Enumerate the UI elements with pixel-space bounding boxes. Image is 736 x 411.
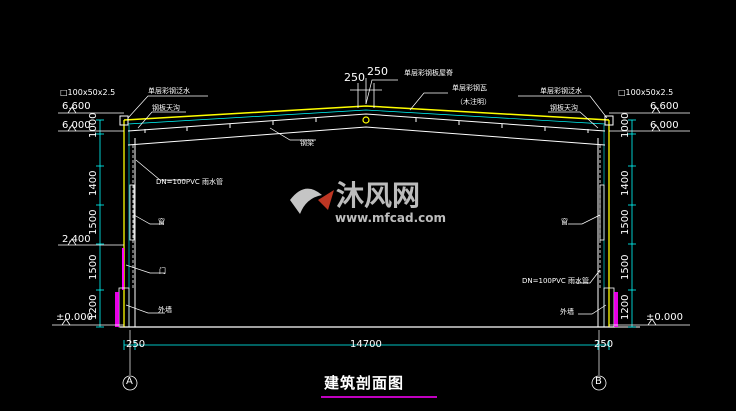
roof-panel [123,105,610,121]
elev-ridge-left: 6.600 [62,101,91,112]
note-ditch-left: 钢板天沟 [152,104,180,112]
steel-section-right: □100x50x2.5 [618,88,674,97]
axis-label-b: B [595,376,602,387]
watermark-url: www.mfcad.com [335,211,446,225]
span-offset-left: 250 [126,339,146,350]
left-gutter [119,115,129,126]
roof-purlin-line [127,109,606,125]
vdim-left-5: 1200 [88,294,99,320]
axis-bubble-b [591,375,607,391]
steel-beam [127,126,606,146]
ridge-knot [362,116,370,124]
note-leaders [125,79,608,315]
ridge-dim-right: 250 [367,65,388,78]
span-total: 14700 [350,339,382,350]
right-gutter [604,115,614,126]
ridge-dim-left: 250 [344,71,365,84]
elev-ground-left: ±0.000 [56,312,94,323]
watermark-brand: 沐风网 [336,179,421,212]
note-roof-lighting-sub: （木注明） [456,98,491,106]
elev-ridge-right: 6.600 [650,101,679,112]
steel-section-left: □100x50x2.5 [60,88,116,97]
span-dim-ticks [123,340,610,350]
note-downpipe-left: DN=100PVC 雨水管 [156,178,223,186]
note-wall-left: 外墙 [158,306,172,314]
vdim-right-3: 1500 [620,209,631,235]
vdim-left-2: 1400 [88,170,99,196]
vdim-right-5: 1200 [620,294,631,320]
note-window-left: 窗 [158,218,165,226]
note-door-left: 门 [159,267,166,275]
right-elev-markers [609,106,690,326]
span-offset-right: 250 [594,339,614,350]
note-gutter-left: 单层彩钢泛水 [148,87,190,95]
left-wall-base [115,292,119,327]
vdim-left-1: 1000 [88,112,99,138]
right-window [599,184,605,241]
note-wall-right: 外墙 [560,308,574,316]
ridge-dim-lines [350,78,382,108]
vdim-right-4: 1500 [620,254,631,280]
axis-label-a: A [126,376,133,387]
left-dim-ticks [96,119,104,328]
vdim-right-2: 1400 [620,170,631,196]
note-roof-ridge: 单层彩钢板屋脊 [404,69,453,77]
axis-bubble-a [122,375,138,391]
vdim-left-3: 1500 [88,209,99,235]
watermark-logo [290,188,334,214]
vdim-right-1: 1000 [620,112,631,138]
right-dim-ticks [628,119,636,328]
note-window-right: 窗 [561,218,568,226]
note-downpipe-right: DN=100PVC 雨水管 [522,277,589,285]
note-beam: 钢梁 [300,139,314,147]
drawing-title: 建筑剖面图 [324,374,405,392]
left-window [129,184,135,241]
right-wall-base [614,292,618,327]
elev-eave-left: 6.000 [62,120,91,131]
elev-eave-right: 6.000 [650,120,679,131]
note-ditch-right: 钢板天沟 [550,104,578,112]
left-elev-markers [52,106,124,326]
purlin-ticks [144,118,589,133]
note-gutter-right: 单层彩钢泛水 [540,87,582,95]
steel-beam-top [127,113,606,132]
elev-mid-left: 2.400 [62,234,91,245]
vdim-left-4: 1500 [88,254,99,280]
note-roof-lighting: 单层彩钢瓦 [452,84,487,92]
elev-ground-right: ±0.000 [646,312,684,323]
